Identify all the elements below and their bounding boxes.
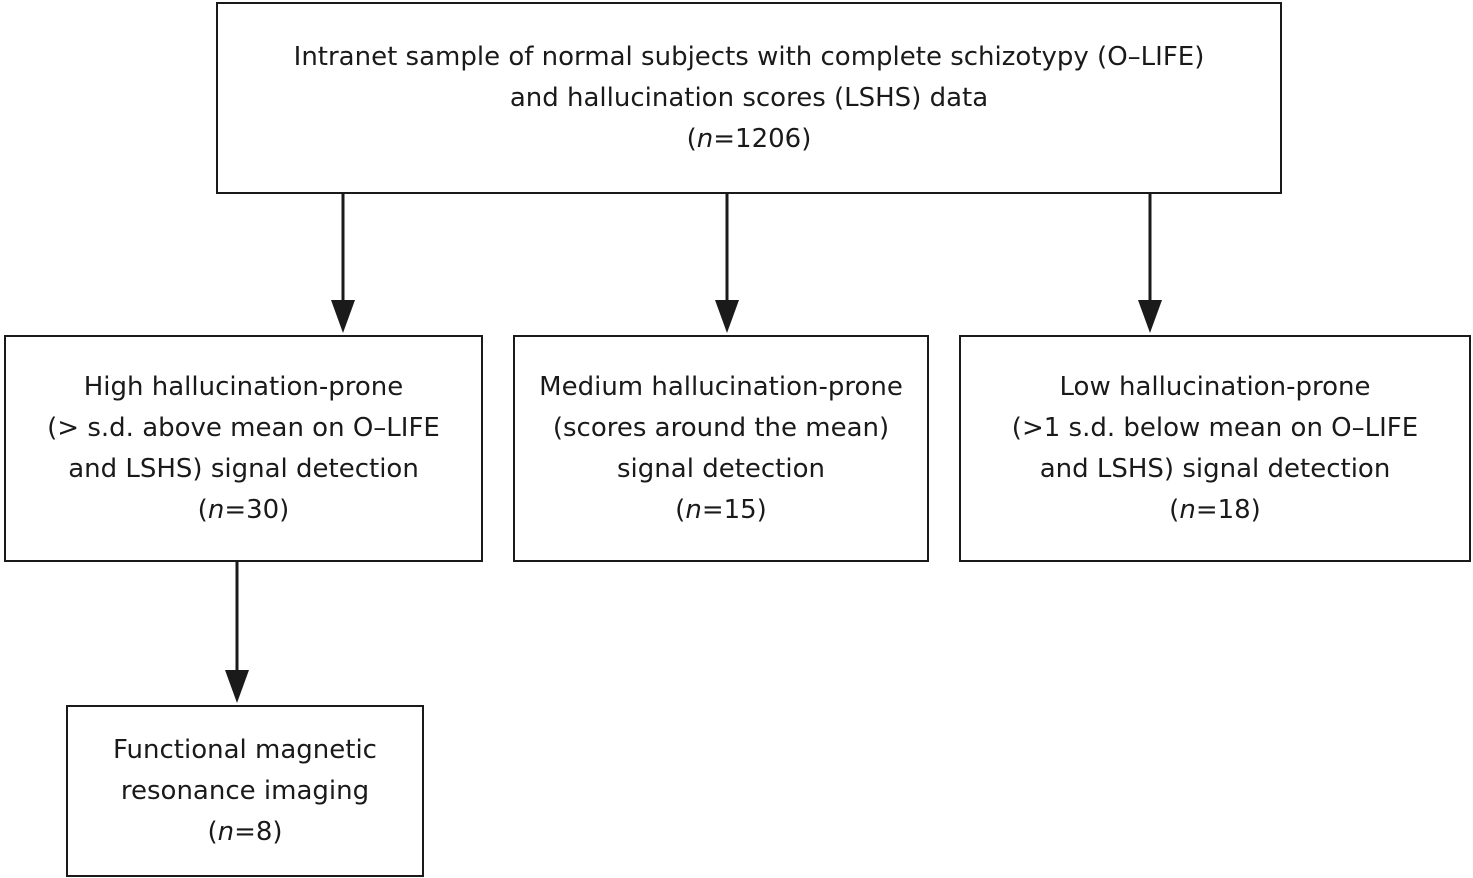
fmri-node: Functional magnetic resonance imaging (n… <box>66 705 424 877</box>
low-prone-node: Low hallucination-prone (>1 s.d. below m… <box>959 335 1471 562</box>
medium-prone-node: Medium hallucination-prone (scores aroun… <box>513 335 929 562</box>
medium-prone-node-line-2: (scores around the mean) <box>552 412 890 443</box>
high-prone-node-line-2: (> s.d. above mean on O–LIFE <box>47 412 440 443</box>
fmri-node-count: (n=8) <box>207 816 283 847</box>
fmri-node-line-2: resonance imaging <box>120 775 370 806</box>
sample-node-line-2: and hallucination scores (LSHS) data <box>509 82 989 113</box>
low-prone-node-line-3: and LSHS) signal detection <box>1039 453 1391 484</box>
sample-node-count: (n=1206) <box>686 123 812 154</box>
medium-prone-node-count: (n=15) <box>675 494 767 525</box>
low-prone-node-line-1: Low hallucination-prone <box>1059 371 1371 402</box>
low-prone-node-line-2: (>1 s.d. below mean on O–LIFE <box>1011 412 1419 443</box>
high-prone-node-line-1: High hallucination-prone <box>83 371 404 402</box>
sample-node: Intranet sample of normal subjects with … <box>216 2 1282 194</box>
arrow-high-to-fmri <box>225 562 249 703</box>
arrow-top-to-high <box>331 194 355 333</box>
high-prone-node-line-3: and LSHS) signal detection <box>68 453 419 484</box>
arrow-top-to-low <box>1138 194 1162 333</box>
medium-prone-node-line-3: signal detection <box>617 453 825 484</box>
medium-prone-node-line-1: Medium hallucination-prone <box>539 371 903 402</box>
high-prone-node: High hallucination-prone (> s.d. above m… <box>4 335 483 562</box>
fmri-node-line-1: Functional magnetic <box>113 734 377 765</box>
sample-node-line-1: Intranet sample of normal subjects with … <box>293 41 1205 72</box>
low-prone-node-count: (n=18) <box>1169 494 1261 525</box>
arrow-top-to-medium <box>715 194 739 333</box>
high-prone-node-count: (n=30) <box>197 494 290 525</box>
